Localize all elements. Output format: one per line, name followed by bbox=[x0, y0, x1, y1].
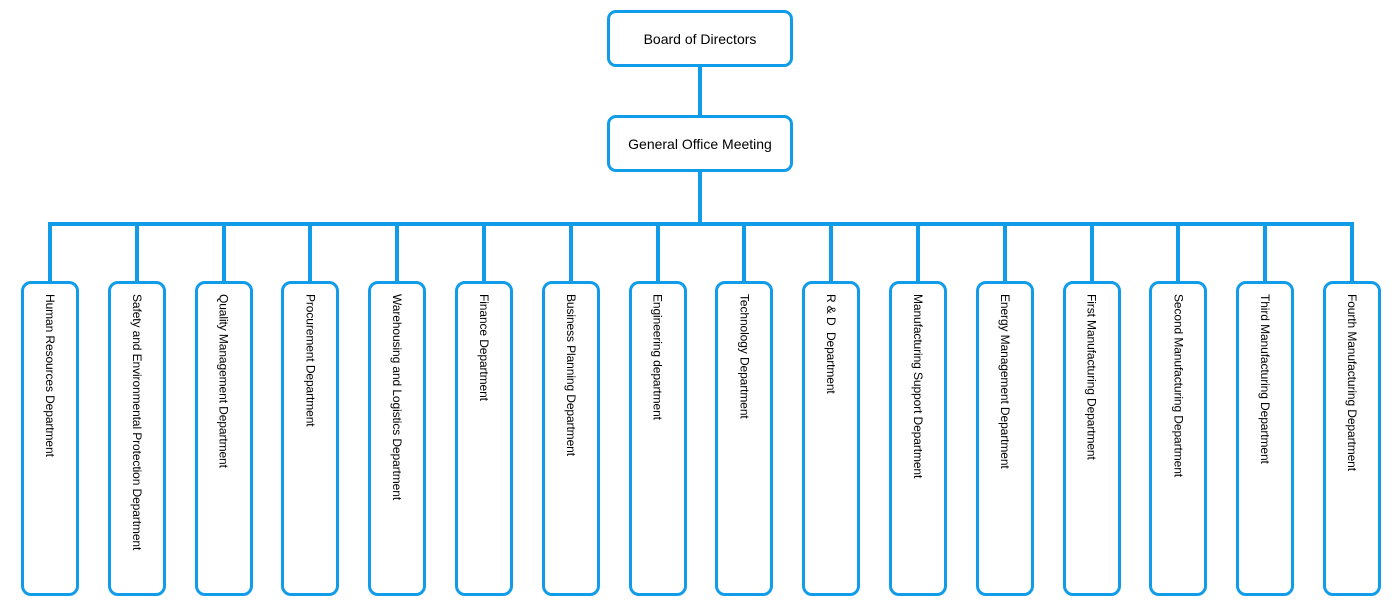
department-cell: Procurement Department bbox=[281, 224, 340, 596]
connector-stub bbox=[1176, 224, 1181, 281]
connector-secondary-to-bus bbox=[698, 171, 702, 224]
department-box[interactable]: Fourth Manufacturing Department bbox=[1322, 281, 1381, 596]
department-cell: First Manufacturing Department bbox=[1062, 224, 1121, 596]
department-box[interactable]: Finance Department bbox=[454, 281, 513, 596]
department-label: Energy Management Department bbox=[997, 294, 1012, 469]
department-box[interactable]: Manufacturing Support Department bbox=[888, 281, 947, 596]
department-cell: Third Manufacturing Department bbox=[1236, 224, 1295, 596]
department-box[interactable]: Human Resources Department bbox=[21, 281, 79, 596]
connector-stub bbox=[221, 224, 226, 281]
department-box[interactable]: Third Manufacturing Department bbox=[1236, 281, 1295, 596]
department-label: First Manufacturing Department bbox=[1084, 294, 1099, 460]
department-box[interactable]: Procurement Department bbox=[281, 281, 340, 596]
department-cell: Manufacturing Support Department bbox=[888, 224, 947, 596]
department-cell: Finance Department bbox=[454, 224, 513, 596]
department-cell: Engineering department bbox=[628, 224, 687, 596]
department-cell: Quality Management Department bbox=[194, 224, 253, 596]
department-cell: Fourth Manufacturing Department bbox=[1322, 224, 1381, 596]
department-box[interactable]: Quality Management Department bbox=[194, 281, 253, 596]
department-label: Safety and Environmental Protection Depa… bbox=[129, 294, 144, 551]
connector-stub bbox=[481, 224, 486, 281]
department-box[interactable]: Safety and Environmental Protection Depa… bbox=[107, 281, 166, 596]
department-cell: Safety and Environmental Protection Depa… bbox=[107, 224, 166, 596]
department-box[interactable]: Technology Department bbox=[715, 281, 774, 596]
connector-stub bbox=[48, 224, 52, 281]
department-label: Fourth Manufacturing Department bbox=[1344, 294, 1359, 471]
connector-stub bbox=[134, 224, 139, 281]
connector-stub bbox=[829, 224, 834, 281]
department-box[interactable]: First Manufacturing Department bbox=[1062, 281, 1121, 596]
connector-stub bbox=[1002, 224, 1007, 281]
department-box[interactable]: R & D Department bbox=[802, 281, 861, 596]
department-box[interactable]: Second Manufacturing Department bbox=[1149, 281, 1208, 596]
connector-root-to-secondary bbox=[698, 66, 702, 116]
department-cell: Human Resources Department bbox=[21, 224, 79, 596]
connector-horizontal-bus bbox=[48, 222, 1354, 226]
department-cell: Warehousing and Logistics Department bbox=[368, 224, 427, 596]
connector-stub bbox=[395, 224, 400, 281]
department-label: Warehousing and Logistics Department bbox=[390, 294, 405, 501]
department-label: Technology Department bbox=[737, 294, 752, 419]
department-label: Quality Management Department bbox=[216, 294, 231, 468]
department-cell: Technology Department bbox=[715, 224, 774, 596]
department-box[interactable]: Business Planning Department bbox=[541, 281, 600, 596]
connector-stub bbox=[1089, 224, 1094, 281]
department-cell: Energy Management Department bbox=[975, 224, 1034, 596]
connector-stub bbox=[742, 224, 747, 281]
node-general-office-meeting[interactable]: General Office Meeting bbox=[607, 115, 793, 172]
department-label: Business Planning Department bbox=[563, 294, 578, 456]
department-box[interactable]: Energy Management Department bbox=[975, 281, 1034, 596]
connector-stub bbox=[308, 224, 313, 281]
department-label: Procurement Department bbox=[303, 294, 318, 427]
connector-stub bbox=[915, 224, 920, 281]
department-label: Human Resources Department bbox=[43, 294, 57, 457]
connector-stub bbox=[1349, 224, 1354, 281]
connector-stub bbox=[655, 224, 660, 281]
department-box[interactable]: Warehousing and Logistics Department bbox=[368, 281, 427, 596]
department-label: R & D Department bbox=[824, 294, 839, 394]
connector-stub bbox=[1263, 224, 1268, 281]
department-label: Second Manufacturing Department bbox=[1171, 294, 1186, 478]
node-board-of-directors[interactable]: Board of Directors bbox=[607, 10, 793, 67]
departments-row: Human Resources Department Safety and En… bbox=[21, 224, 1381, 596]
department-label: Finance Department bbox=[476, 294, 491, 401]
department-box[interactable]: Engineering department bbox=[628, 281, 687, 596]
department-label: Third Manufacturing Department bbox=[1258, 294, 1273, 464]
department-label: Manufacturing Support Department bbox=[910, 294, 925, 479]
department-label: Engineering department bbox=[650, 294, 665, 420]
department-cell: Second Manufacturing Department bbox=[1149, 224, 1208, 596]
department-cell: R & D Department bbox=[802, 224, 861, 596]
department-cell: Business Planning Department bbox=[541, 224, 600, 596]
connector-stub bbox=[568, 224, 573, 281]
